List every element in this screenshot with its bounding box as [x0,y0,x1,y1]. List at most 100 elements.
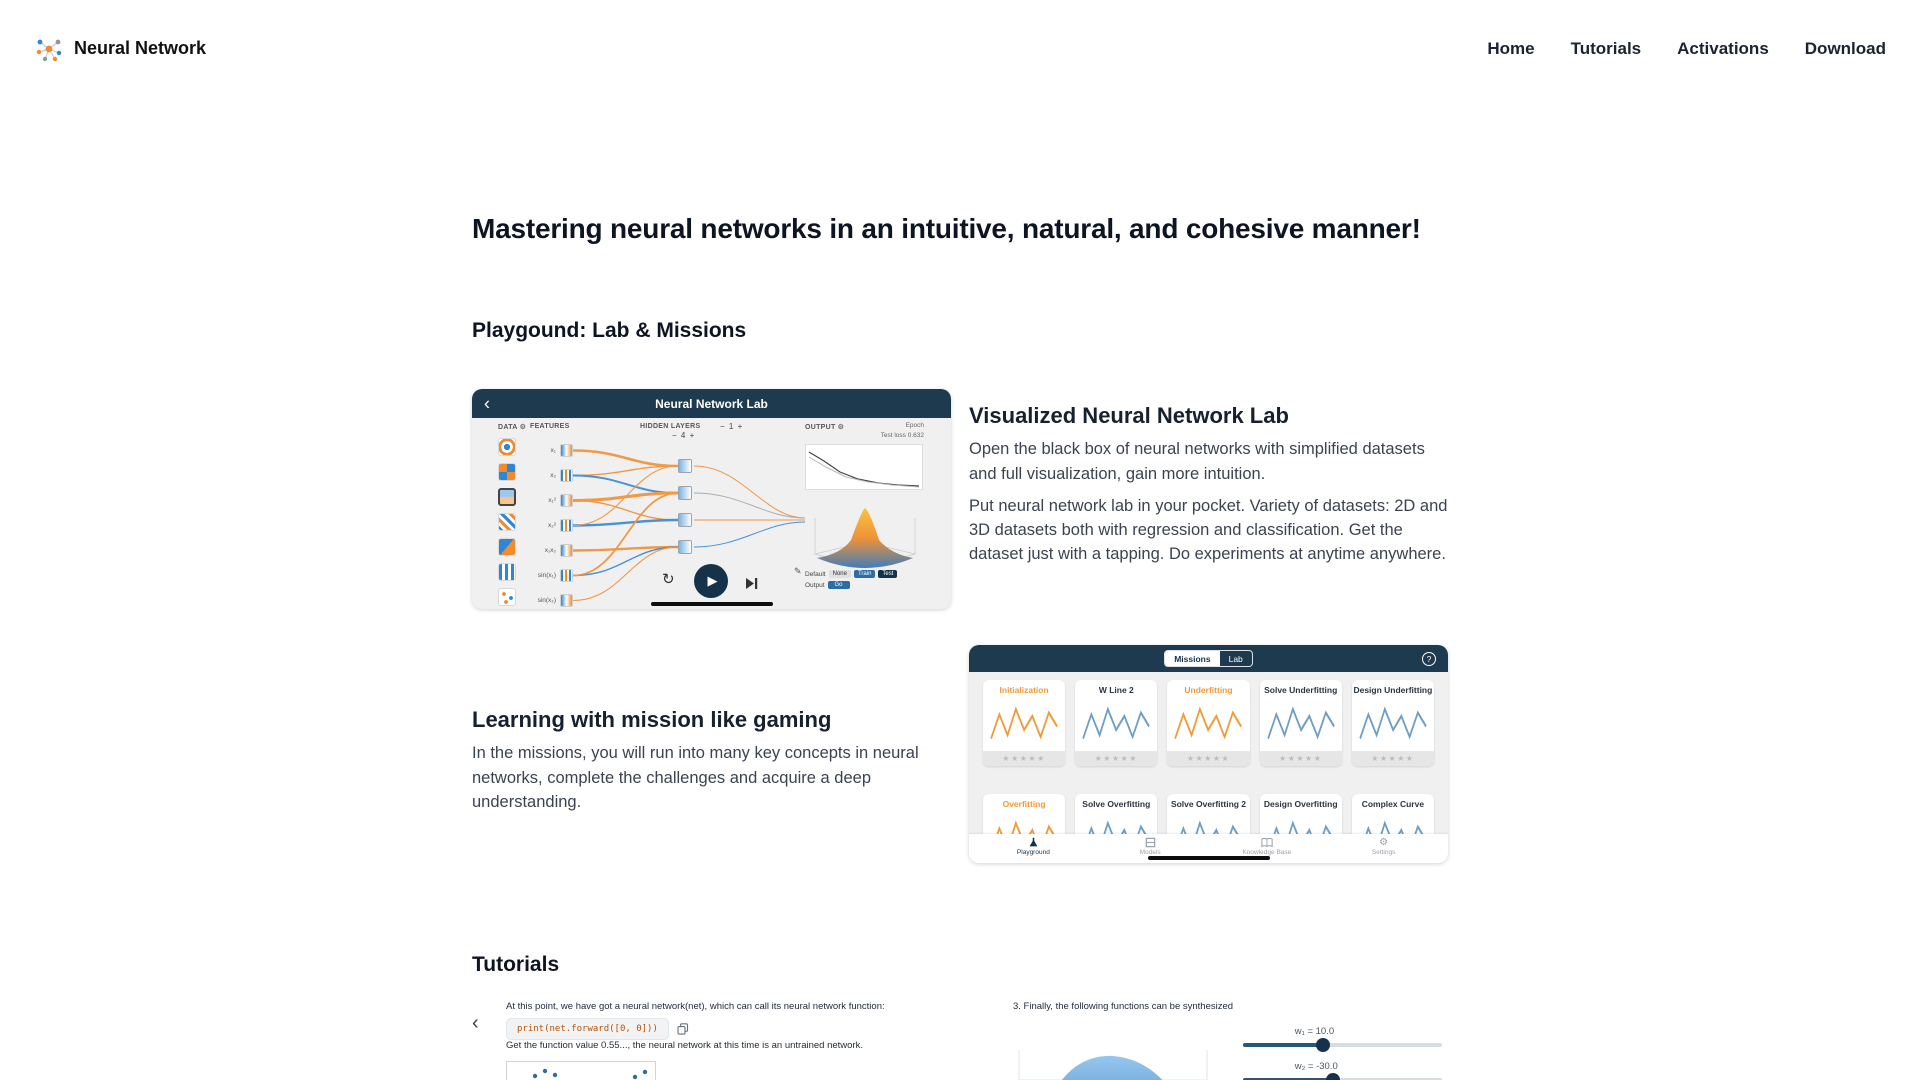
data-settings-gear-icon: ⚙ [519,424,527,432]
output-controls: Default None Train Test Output Go [805,570,898,592]
missions-app-screenshot: Missions Lab ? Initialization ★★★★★ [969,645,1448,864]
brand-link[interactable]: Neural Network [34,34,206,64]
home-indicator-bar [650,601,773,607]
mission-card-chart [1082,706,1150,740]
edit-pencil-icon: ✎ [794,566,802,577]
features-list: x₁ x₂ x₁² [528,438,573,609]
step-forward-button [746,576,758,594]
mission-card-title: Design Overfitting [1263,799,1338,810]
mission-card: W Line 2 ★★★★★ [1075,680,1158,767]
mission-card-title: W Line 2 [1098,685,1134,696]
lab-app-screenshot: ‹ Neural Network Lab [472,389,951,610]
feature-item: x₂ [528,463,573,488]
dataset-thumbnail-icon [498,538,516,557]
feature-thumbnail-icon [560,519,573,533]
missions-app-body: Initialization ★★★★★ W Line 2 [969,672,1448,864]
page-title: Mastering neural networks in an intuitiv… [472,213,1421,244]
train-pill: Train [853,570,876,579]
code-snippet: print(net.forward([0, 0])) [506,1018,669,1041]
mission-card-title: Solve Underfitting [1264,685,1338,696]
home-indicator-bar [1147,855,1270,861]
feature-thumbnail-icon [560,594,573,608]
copy-code-button [677,1023,689,1036]
mission-star-rating: ★★★★★ [1351,751,1434,767]
w1-slider-label: w₁ = 10.0 [1294,1026,1335,1038]
mission-card-title: Solve Overfitting 2 [1170,799,1247,810]
missions-description: Learning with mission like gaming In the… [472,645,951,863]
feature-thumbnail-icon [560,569,573,583]
lab-description-p2: Put neural network lab in your pocket. V… [969,496,1448,564]
mission-star-rating: ★★★★★ [1167,751,1250,767]
hidden-layer-nodes [678,459,692,567]
output-settings-gear-icon: ⚙ [837,424,845,432]
nav-link[interactable]: Download [1804,38,1886,58]
feature-item: sin(x₂) [528,588,573,609]
cube-icon [1145,837,1156,848]
go-pill: Go [827,581,850,590]
tutorial-surface-3d-plot [1018,1050,1208,1080]
neuron-node [678,459,692,474]
dataset-thumbnail-icon [498,563,516,582]
tutorial-left-p2: Get the function value 0.55..., the neur… [506,1040,863,1052]
mission-card: Initialization ★★★★★ [983,680,1066,767]
dataset-thumbnail-icon [498,463,516,482]
feature-label: x₂ [550,472,556,480]
neuron-node [678,486,692,501]
step-forward-icon [746,578,758,590]
layers-stepper: − 1 + [720,422,744,432]
site-header: Neural Network Home Tutorials Activations D… [0,0,1920,97]
output-toggle-label: Output [805,581,825,589]
tab-playground: Playground [975,837,1092,857]
feature-label: x₁x₂ [544,547,556,555]
mission-card: Solve Underfitting ★★★★★ [1259,680,1342,767]
w2-slider-thumb [1325,1073,1340,1080]
section-tutorials-heading: Tutorials [472,953,560,977]
training-stats: Epoch Test loss 0.632 [880,422,924,440]
dataset-list [498,438,516,609]
tab-models: Models [1092,837,1209,857]
neuron-node [678,513,692,528]
nav-link[interactable]: Tutorials [1570,38,1642,58]
w2-slider-label: w₂ = -30.0 [1294,1061,1338,1073]
feature-thumbnail-icon [560,469,573,483]
tab-knowledge-base: Knowledge Base [1209,837,1326,857]
feature-item: x₁x₂ [528,538,573,563]
feature-item: x₁ [528,438,573,463]
mission-card-title: Solve Overfitting [1082,799,1151,810]
brand-logo-icon [36,39,62,61]
feature-thumbnail-icon [560,494,573,508]
dataset-thumbnail-icon [498,588,516,607]
neuron-node [678,540,692,555]
help-icon: ? [1422,651,1436,666]
book-icon [1261,837,1273,848]
nav-link[interactable]: Home [1487,38,1535,58]
tab-lab: Lab [1228,653,1243,664]
surface-3d-plot [813,508,917,569]
feature-item: x₂² [528,513,573,538]
mission-card: Design Underfitting ★★★★★ [1351,680,1434,767]
mission-card-title: Design Underfitting [1353,685,1433,696]
mission-card-chart [1266,706,1335,740]
tutorial-right-panel: 3. Finally, the following functions can … [969,1001,1448,1080]
nav-link[interactable]: Activations [1677,38,1769,58]
features-panel-label: FEATURES [530,423,570,431]
mission-card-title: Underfitting [1184,685,1233,696]
main-nav: Home Tutorials Activations Download [1487,39,1886,59]
mission-card-chart [1174,706,1243,740]
reset-button: ↻ [662,571,675,589]
dataset-thumbnail-icon [498,438,516,457]
lab-description-p1: Open the black box of neural networks wi… [969,440,1425,483]
tutorial-scatter-chart [506,1061,656,1080]
missions-description-p1: In the missions, you will run into many … [472,744,919,811]
dataset-thumbnail-icon [498,513,516,532]
feature-thumbnail-icon [560,544,573,558]
flask-icon [1028,837,1039,848]
lab-app-header: ‹ Neural Network Lab [472,389,951,419]
mission-card-chart [990,706,1058,740]
play-button: ▶ [694,564,728,599]
mission-card-title: Initialization [999,685,1049,696]
feature-item: sin(x₁) [528,563,573,588]
feature-thumbnail-icon [560,444,573,458]
section-playground-heading: Playgound: Lab & Missions [472,319,747,343]
carousel-prev-button[interactable]: ‹ [472,1012,479,1035]
